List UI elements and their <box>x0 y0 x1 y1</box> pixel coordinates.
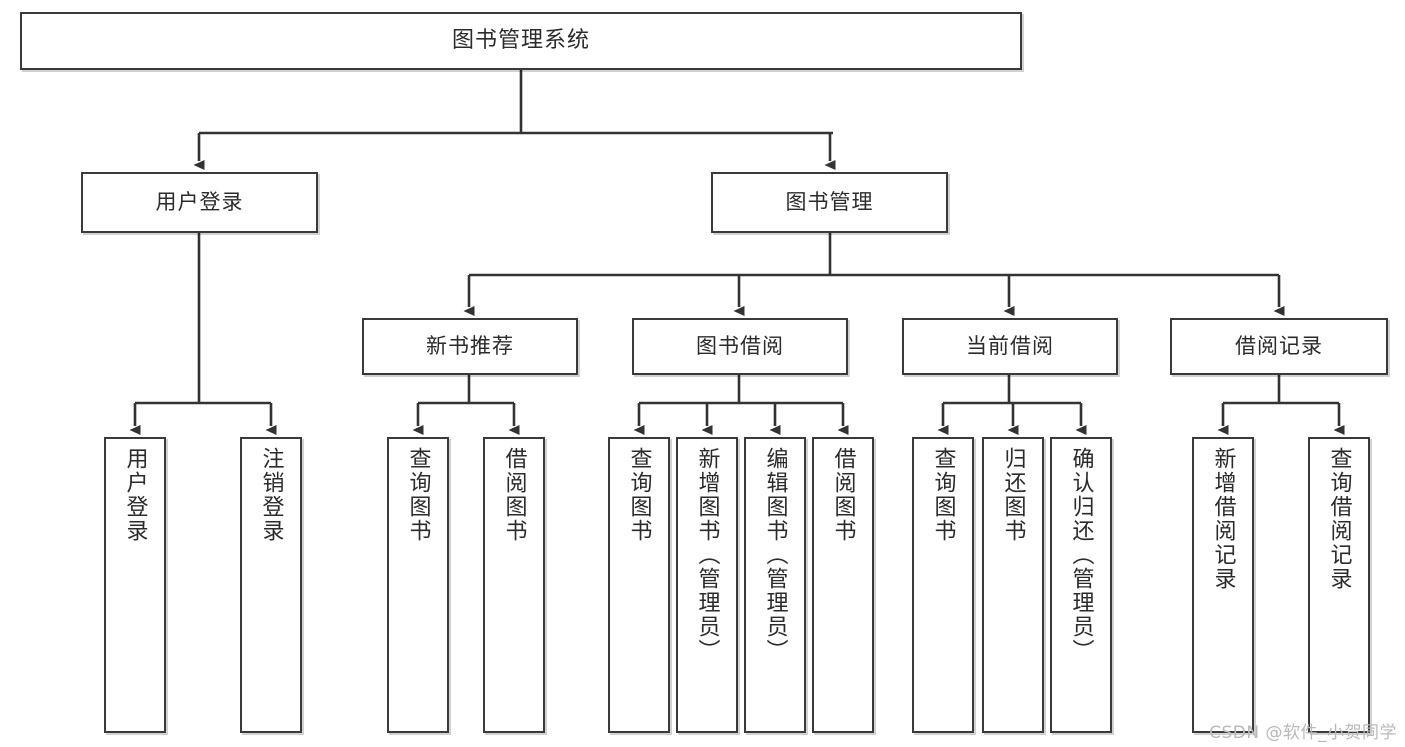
node-label: 用户登录 <box>122 447 148 543</box>
node-label: 图书管理 <box>785 190 874 215</box>
node-level2[interactable]: 用户登录 <box>81 172 318 233</box>
node-leaf[interactable]: 确认归还（管理员） <box>1050 437 1112 733</box>
node-label: 借阅图书 <box>830 447 856 543</box>
node-label: 查询借阅记录 <box>1326 447 1352 591</box>
node-label: 查询图书 <box>930 447 956 543</box>
node-leaf[interactable]: 归还图书 <box>982 437 1044 733</box>
node-leaf[interactable]: 编辑图书（管理员） <box>744 437 806 733</box>
node-leaf[interactable]: 注销登录 <box>240 437 302 733</box>
node-label: 新增图书（管理员） <box>694 447 720 663</box>
node-root[interactable]: 图书管理系统 <box>20 12 1022 70</box>
node-label: 当前借阅 <box>966 334 1054 359</box>
node-leaf[interactable]: 借阅图书 <box>812 437 874 733</box>
node-label: 归还图书 <box>1000 447 1026 543</box>
node-label: 编辑图书（管理员） <box>762 447 788 663</box>
node-label: 新增借阅记录 <box>1210 447 1236 591</box>
node-leaf[interactable]: 查询借阅记录 <box>1308 437 1370 733</box>
node-leaf[interactable]: 查询图书 <box>912 437 974 733</box>
node-leaf[interactable]: 借阅图书 <box>483 437 545 733</box>
node-label: 查询图书 <box>626 447 652 543</box>
node-leaf[interactable]: 查询图书 <box>608 437 670 733</box>
node-leaf[interactable]: 新增借阅记录 <box>1192 437 1254 733</box>
node-label: 新书推荐 <box>426 334 514 359</box>
csdn-watermark: CSDN @软件_小贺同学 <box>1209 723 1397 743</box>
node-label: 图书借阅 <box>696 334 784 359</box>
node-level3[interactable]: 借阅记录 <box>1170 318 1388 375</box>
node-level3[interactable]: 新书推荐 <box>362 318 578 375</box>
node-level3[interactable]: 当前借阅 <box>902 318 1118 375</box>
node-level3[interactable]: 图书借阅 <box>632 318 848 375</box>
node-label: 借阅图书 <box>501 447 527 543</box>
node-level2[interactable]: 图书管理 <box>711 172 948 233</box>
node-label: 借阅记录 <box>1235 334 1323 359</box>
node-leaf[interactable]: 查询图书 <box>387 437 449 733</box>
node-label: 用户登录 <box>155 190 244 215</box>
node-label: 图书管理系统 <box>451 28 590 54</box>
node-leaf[interactable]: 新增图书（管理员） <box>676 437 738 733</box>
node-label: 确认归还（管理员） <box>1068 447 1094 663</box>
node-label: 查询图书 <box>405 447 431 543</box>
node-label: 注销登录 <box>258 447 284 543</box>
node-leaf[interactable]: 用户登录 <box>104 437 166 733</box>
